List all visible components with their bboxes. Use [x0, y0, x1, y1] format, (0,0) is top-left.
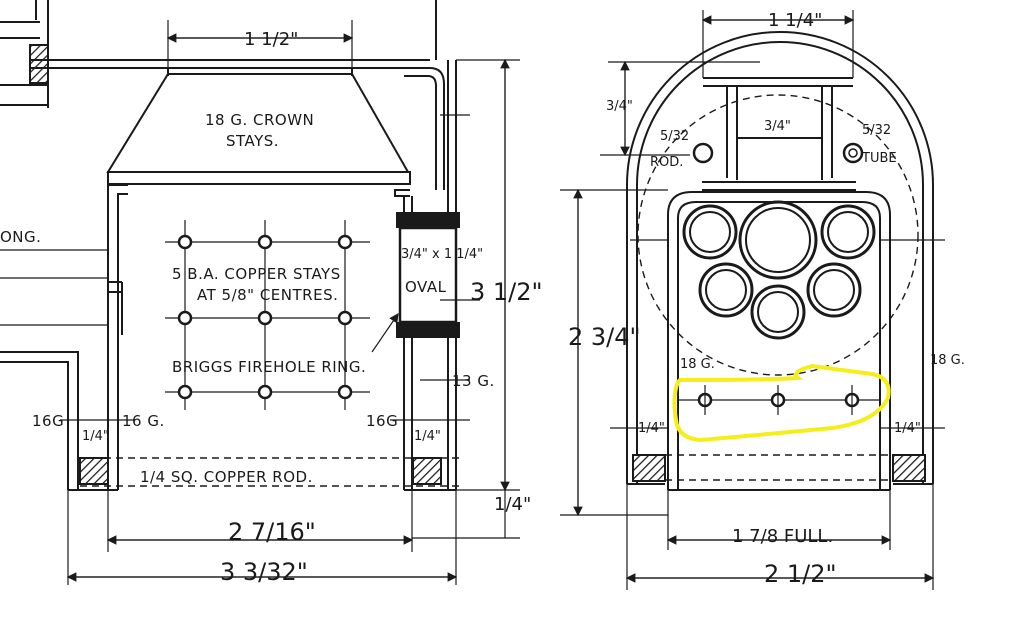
- end-section-view: [560, 10, 945, 590]
- tube-label: TUBE: [861, 151, 897, 166]
- dim-outer-width: 3 3/32": [220, 558, 308, 586]
- dim-quarter-b: 1/4": [414, 429, 441, 444]
- oval-size-label: 3/4" x 1 1/4": [401, 247, 483, 262]
- rod-size-label: 5/32: [660, 129, 689, 144]
- gauge-18-left-label: 18 G.: [680, 357, 715, 372]
- dim-inner-width: 2 7/16": [228, 518, 316, 546]
- dim-top-gap: 3/4": [606, 99, 633, 114]
- gauge-16-right-label: 16G: [366, 412, 398, 430]
- copper-stays-label-1: 5 B.A. COPPER STAYS: [172, 265, 341, 283]
- crown-stays-label-2: STAYS.: [226, 132, 279, 150]
- dim-quarter-d: 1/4": [638, 421, 665, 436]
- copper-stays-label-2: AT 5/8" CENTRES.: [197, 286, 338, 304]
- copper-rod-label: 1/4 SQ. COPPER ROD.: [140, 468, 313, 486]
- dim-inner-gap: 3/4": [764, 119, 791, 134]
- dim-top-width-left: 1 1/2": [244, 29, 298, 50]
- crown-stays-label-1: 18 G. CROWN: [205, 111, 314, 129]
- gauge-16-left-label: 16G: [32, 412, 64, 430]
- side-section-view: [0, 0, 520, 585]
- dim-height-right: 2 3/4": [568, 323, 641, 351]
- dim-height-total: 3 1/2": [470, 278, 543, 306]
- dim-quarter-c: 1/4": [494, 494, 531, 515]
- gauge-16-mid-label: 16 G.: [122, 412, 165, 430]
- side-stays-row: [678, 385, 880, 415]
- firehole-ring-label: BRIGGS FIREHOLE RING.: [172, 358, 366, 376]
- firetubes: [682, 200, 876, 340]
- gauge-18-right-label: 18 G.: [930, 353, 965, 368]
- copper-stays-grid: [165, 220, 370, 410]
- oval-label: OVAL: [405, 278, 447, 296]
- long-fragment-label: ONG.: [0, 228, 41, 246]
- dim-quarter-a: 1/4": [82, 429, 109, 444]
- dim-top-width-right: 1 1/4": [768, 10, 822, 31]
- highlight-outline: [672, 363, 891, 443]
- gauge-13-label: 13 G.: [452, 372, 495, 390]
- dim-outer-width-right: 2 1/2": [764, 560, 837, 588]
- dim-quarter-e: 1/4": [894, 421, 921, 436]
- rod-label: ROD.: [650, 155, 683, 170]
- dim-full-width: 1 7/8 FULL.: [732, 526, 833, 547]
- tube-size-label: 5/32: [862, 123, 891, 138]
